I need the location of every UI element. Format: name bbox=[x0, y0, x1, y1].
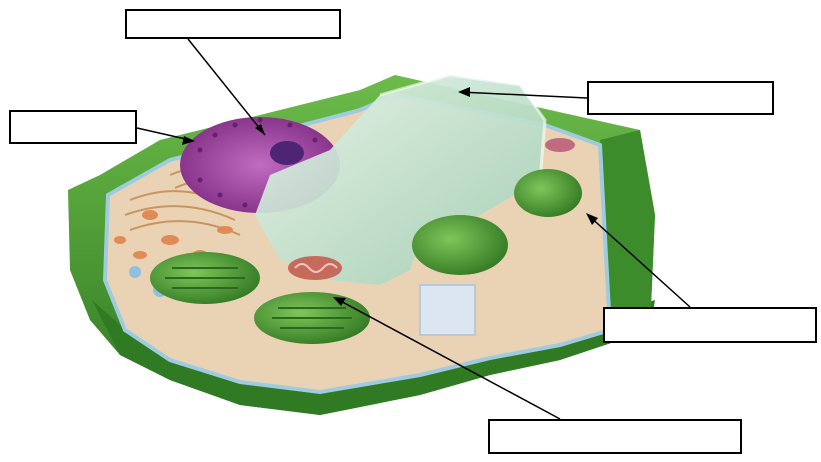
plasmodesma-window bbox=[420, 285, 475, 335]
label-box-cell-wall[interactable] bbox=[603, 307, 817, 343]
pointer-nucleus-top bbox=[188, 39, 265, 135]
pointer-nucleus-left bbox=[137, 128, 190, 140]
mitochondrion-small bbox=[545, 138, 575, 152]
chloroplast-4 bbox=[514, 169, 582, 217]
label-box-nucleus-top[interactable] bbox=[125, 9, 341, 39]
label-box-vacuole[interactable] bbox=[587, 81, 774, 115]
chloroplast-3 bbox=[412, 215, 508, 275]
label-box-nucleus-left[interactable] bbox=[9, 110, 137, 144]
nucleolus bbox=[270, 141, 304, 165]
label-box-chloroplast[interactable] bbox=[488, 419, 742, 454]
